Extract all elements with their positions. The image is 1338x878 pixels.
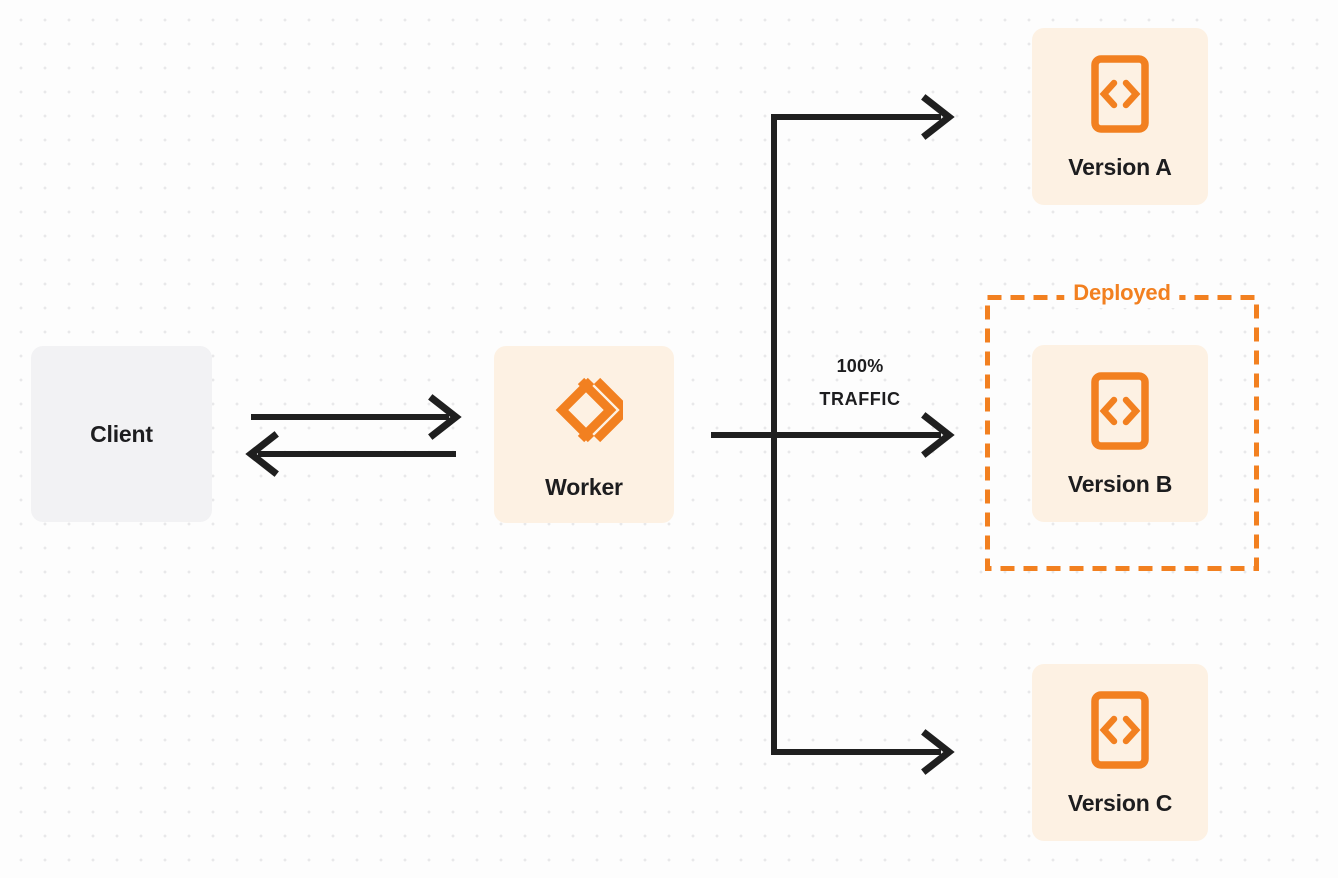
traffic-label: 100% TRAFFIC <box>782 350 938 416</box>
code-file-icon <box>1090 54 1150 138</box>
node-version-c-label: Version C <box>1067 789 1173 816</box>
node-worker[interactable]: Worker <box>494 346 674 523</box>
node-worker-label: Worker <box>545 473 623 500</box>
deployed-group-border <box>985 295 1259 571</box>
deployed-group: Deployed <box>985 278 1259 571</box>
node-version-b[interactable]: Version B <box>1032 345 1208 522</box>
code-file-icon <box>1090 690 1150 774</box>
node-version-b-label: Version B <box>1067 470 1173 497</box>
deployed-group-label: Deployed <box>1064 278 1180 308</box>
edge-bus-to-version-a <box>771 94 955 140</box>
node-client[interactable]: Client <box>31 346 212 522</box>
edge-client-to-worker <box>251 394 462 440</box>
code-file-icon <box>1090 371 1150 455</box>
node-version-c[interactable]: Version C <box>1032 664 1208 841</box>
edge-worker-to-client <box>245 431 456 477</box>
traffic-word: TRAFFIC <box>819 389 901 409</box>
node-version-a[interactable]: Version A <box>1032 28 1208 205</box>
edge-worker-to-version-b <box>711 412 955 458</box>
cloudflare-workers-logo-icon <box>545 371 633 454</box>
edge-bus-to-version-c <box>771 729 955 775</box>
node-version-a-label: Version A <box>1068 153 1172 180</box>
node-client-label: Client <box>90 420 153 447</box>
traffic-percent: 100% <box>836 356 884 376</box>
